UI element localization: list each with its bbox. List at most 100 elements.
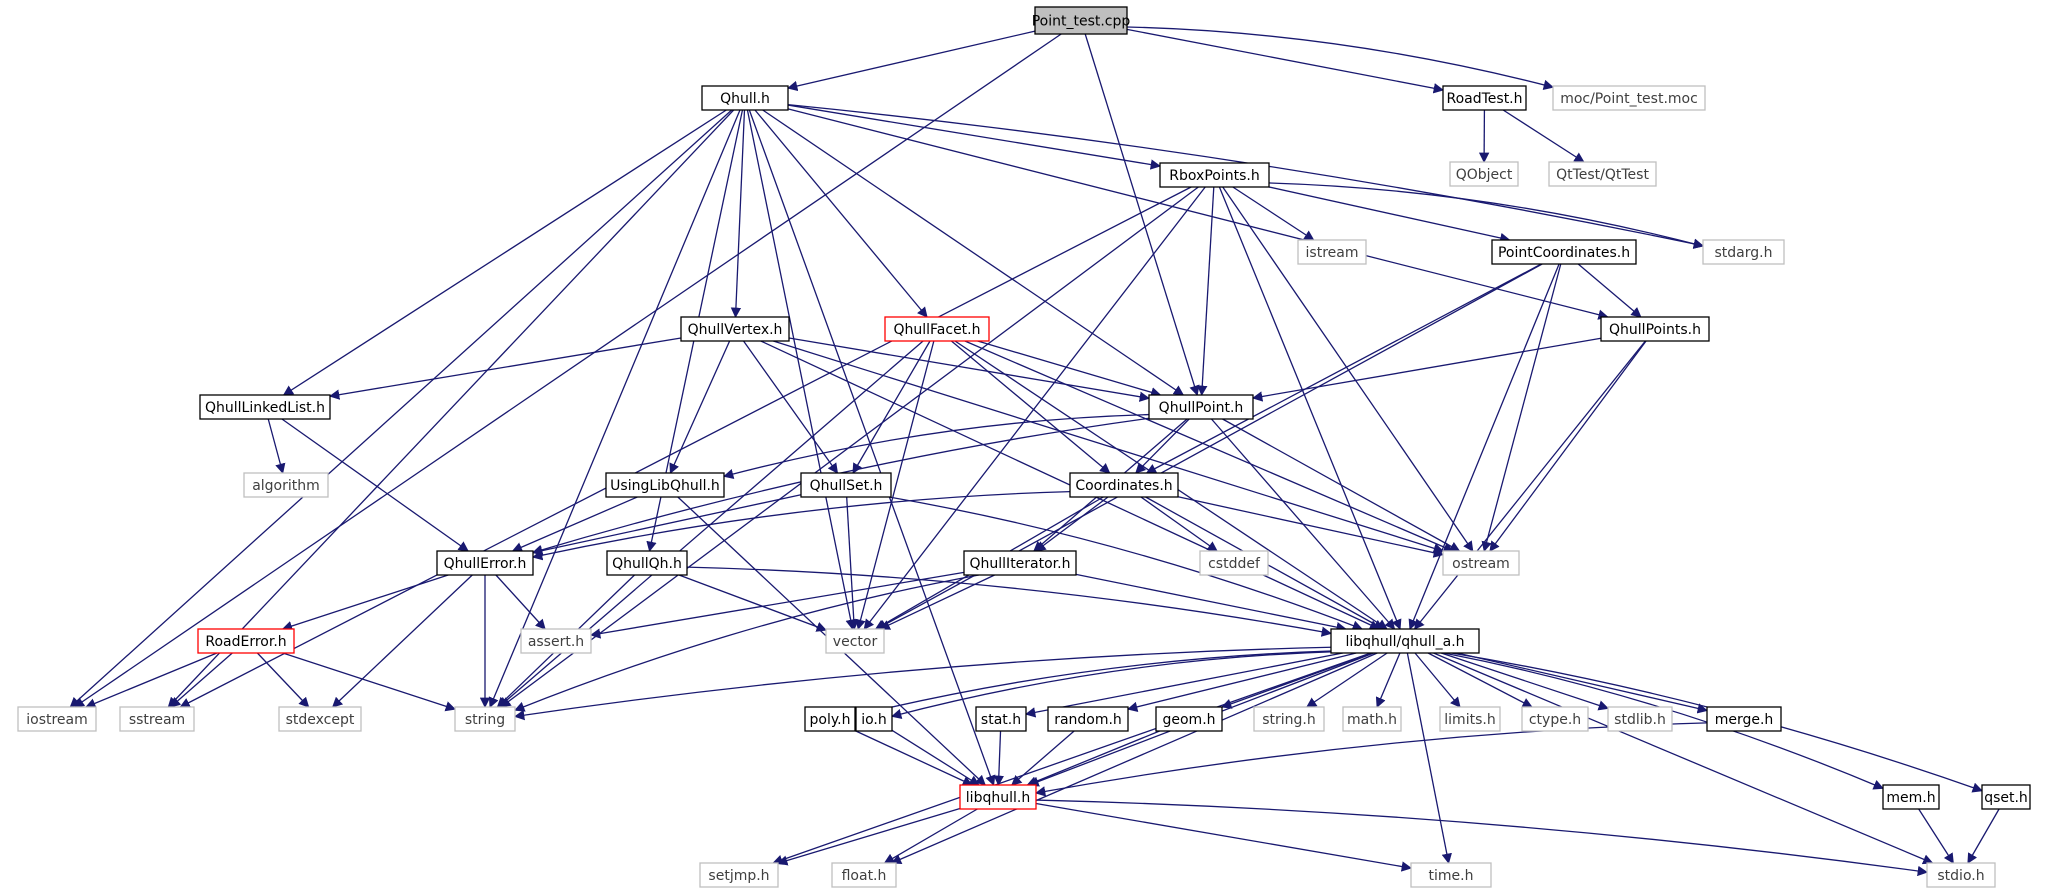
node-usinglibqhull-h[interactable]: UsingLibQhull.h: [605, 472, 725, 498]
node-label: RoadError.h: [205, 634, 286, 650]
node-qhullset-h[interactable]: QhullSet.h: [800, 472, 892, 498]
node-box: [699, 862, 779, 888]
node-label: RoadTest.h: [1446, 91, 1522, 107]
edge-point_test_cpp-to-qhull_h: [786, 30, 1036, 92]
node-label: limits.h: [1444, 712, 1495, 728]
node-coordinates-h[interactable]: Coordinates.h: [1069, 472, 1179, 498]
edge-point_test_cpp-to-iostream: [73, 33, 1062, 708]
node-box: [1342, 706, 1402, 732]
edge-qhullpoint_h-to-usinglibqhull_h: [722, 413, 1150, 480]
node-label: io.h: [861, 712, 887, 728]
node-box: [1442, 85, 1527, 111]
edge-qhullpoint_h-to-coordinates_h: [1135, 418, 1190, 474]
node-box: [825, 628, 885, 654]
node-box: [17, 706, 97, 732]
node-box: [1439, 706, 1501, 732]
edge-qhullpoints_h-to-qhull_a_h: [1413, 340, 1646, 630]
node-label: string.h: [1262, 712, 1316, 728]
node-geom-h[interactable]: geom.h: [1155, 706, 1223, 732]
node-limits-h: limits.h: [1439, 706, 1501, 732]
node-ostream: ostream: [1442, 550, 1520, 576]
node-roaderror-h[interactable]: RoadError.h: [197, 628, 295, 654]
node-label: random.h: [1054, 712, 1122, 728]
edge-qhullqh_h-to-vector: [678, 574, 827, 632]
node-poly-h[interactable]: poly.h: [804, 706, 856, 732]
node-qhulliterator-h[interactable]: QhullIterator.h: [963, 550, 1077, 576]
node-qhulllinkedlist-h[interactable]: QhullLinkedList.h: [199, 394, 331, 420]
node-box: [606, 550, 688, 576]
node-box: [1981, 784, 2031, 810]
node-pointcoordinates-h[interactable]: PointCoordinates.h: [1491, 239, 1637, 265]
node-algorithm: algorithm: [243, 472, 329, 498]
node-istream: istream: [1297, 239, 1367, 265]
node-label: math.h: [1347, 712, 1397, 728]
node-label: QhullQh.h: [612, 556, 682, 572]
edge-qhull_a_h-to-limits_h: [1414, 652, 1461, 708]
edge-rboxpoints_h-to-stdarg_h: [1268, 182, 1705, 249]
edge-qhull_h-to-iostream: [69, 109, 733, 708]
node-box: [855, 706, 893, 732]
node-box: [199, 394, 331, 420]
node-label: moc/Point_test.moc: [1560, 91, 1698, 107]
node-rboxpoints-h[interactable]: RboxPoints.h: [1159, 162, 1270, 188]
edge-qhull_h-to-string: [488, 109, 741, 708]
edge-rboxpoints_h-to-vector: [863, 186, 1206, 630]
node-label: mem.h: [1886, 790, 1935, 806]
node-qhull-h[interactable]: Qhull.h: [701, 85, 789, 111]
node-point-test-cpp[interactable]: Point_test.cpp: [1032, 6, 1131, 35]
edge-poly_h-to-libqhull_h: [854, 730, 974, 786]
node-libqhull-h[interactable]: libqhull.h: [959, 784, 1037, 810]
node-merge-h[interactable]: merge.h: [1706, 706, 1782, 732]
node-label: Point_test.cpp: [1032, 14, 1131, 30]
edge-point_test_cpp-to-roadtest_h: [1126, 28, 1445, 94]
edge-coordinates_h-to-cstddef: [1140, 496, 1218, 552]
edge-pointcoordinates_h-to-qhullpoints_h: [1577, 263, 1642, 318]
edge-layer: [69, 26, 2000, 877]
node-box: [1702, 239, 1785, 265]
node-label: algorithm: [252, 478, 320, 494]
node-box: [1159, 162, 1270, 188]
node-roadtest-h[interactable]: RoadTest.h: [1442, 85, 1527, 111]
node-mem-h[interactable]: mem.h: [1882, 784, 1940, 810]
node-io-h[interactable]: io.h: [855, 706, 893, 732]
edge-qhullerror_h-to-assert_h: [495, 574, 546, 630]
edge-qhullvertex_h-to-qhullset_h: [743, 340, 839, 474]
edge-qhull_a_h-to-time_h: [1406, 652, 1452, 865]
edge-io_h-to-libqhull_h: [891, 729, 980, 786]
node-box: [454, 706, 516, 732]
node-label: QhullError.h: [444, 556, 527, 572]
node-setjmp-h: setjmp.h: [699, 862, 779, 888]
node-time-h: time.h: [1410, 862, 1492, 888]
edge-qhullset_h-to-vector: [846, 496, 859, 631]
edge-qhull_a_h-to-float_h: [890, 652, 1378, 865]
node-qset-h[interactable]: qset.h: [1981, 784, 2031, 810]
node-label: PointCoordinates.h: [1498, 245, 1630, 261]
edge-qhulliterator_h-to-vector: [879, 574, 995, 630]
node-iostream: iostream: [17, 706, 97, 732]
node-box: [1882, 784, 1940, 810]
node-box: [680, 316, 790, 342]
node-box: [1607, 706, 1673, 732]
node-box: [1491, 239, 1637, 265]
edge-libqhull_h-to-float_h: [883, 808, 978, 864]
edge-roaderror_h-to-string: [282, 652, 456, 712]
node-box: [278, 706, 362, 732]
node-stat-h[interactable]: stat.h: [975, 706, 1027, 732]
node-label: stdarg.h: [1715, 245, 1773, 261]
node-qhullfacet-h[interactable]: QhullFacet.h: [884, 316, 990, 342]
node-box: [800, 472, 892, 498]
node-qhullqh-h[interactable]: QhullQh.h: [606, 550, 688, 576]
node-random-h[interactable]: random.h: [1047, 706, 1129, 732]
node-qhullpoints-h[interactable]: QhullPoints.h: [1600, 316, 1710, 342]
node-label: libqhull/qhull_a.h: [1345, 634, 1464, 650]
node-box: [1047, 706, 1129, 732]
node-box: [1330, 628, 1480, 654]
edge-qhullerror_h-to-stdexcept: [331, 574, 473, 708]
node-qhullerror-h[interactable]: QhullError.h: [436, 550, 534, 576]
node-label: QObject: [1456, 167, 1513, 183]
node-qhull-a-h[interactable]: libqhull/qhull_a.h: [1330, 628, 1480, 654]
node-qhullvertex-h[interactable]: QhullVertex.h: [680, 316, 790, 342]
edge-qhull_a_h-to-stdio_h: [1433, 652, 1934, 865]
node-qhullpoint-h[interactable]: QhullPoint.h: [1148, 394, 1254, 420]
edge-point_test_cpp-to-moc_point_test: [1126, 26, 1555, 90]
